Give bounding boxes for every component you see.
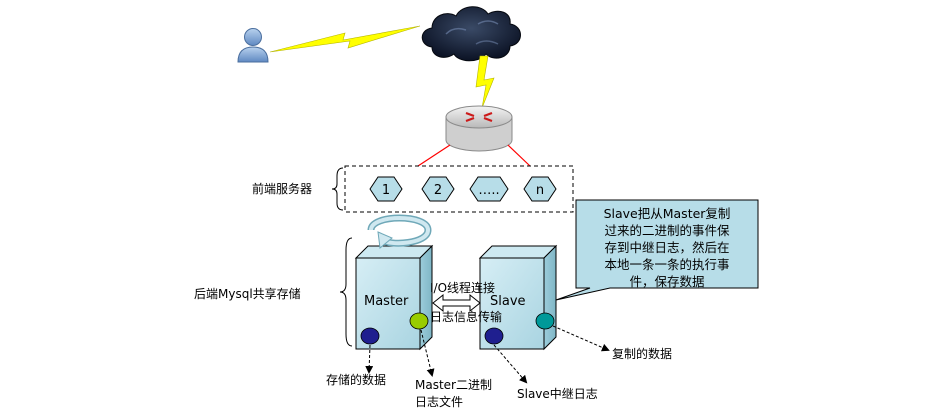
master-binlog-label-1: Master二进制 <box>415 378 492 392</box>
router-link <box>507 144 531 167</box>
svg-text:2: 2 <box>434 183 442 198</box>
svg-text:存到中继日志，然后在: 存到中继日志，然后在 <box>604 240 729 255</box>
io-thread-label: I/O线程连接 <box>430 280 495 295</box>
io-link-arrow <box>432 293 481 313</box>
svg-text:1: 1 <box>382 183 390 198</box>
user-icon <box>237 28 269 63</box>
front-server-brace <box>331 167 344 211</box>
pointer-line <box>365 344 374 374</box>
pointer-line <box>420 329 435 377</box>
lightning-link-icon <box>475 55 495 109</box>
backend-brace <box>339 237 353 347</box>
svg-text:件，保存数据: 件，保存数据 <box>629 274 704 289</box>
svg-text:n: n <box>536 183 544 198</box>
lightning-link-icon <box>269 25 421 53</box>
master-label: Master <box>364 294 409 309</box>
pointer-line <box>493 344 528 384</box>
slave-relay-label: Slave中继日志 <box>517 386 598 401</box>
master-binlog-label-2: 日志文件 <box>415 394 463 409</box>
replicated-data-label: 复制的数据 <box>612 346 672 361</box>
router-icon <box>445 105 513 152</box>
svg-text:Slave把从Master复制: Slave把从Master复制 <box>604 206 731 221</box>
svg-text:本地一条一条的执行事: 本地一条一条的执行事 <box>604 257 729 272</box>
master-binlog-dot <box>409 312 429 330</box>
slave-label: Slave <box>490 294 526 309</box>
slave-relay-dot <box>484 327 504 345</box>
backend-storage-label: 后端Mysql共享存储 <box>194 286 301 301</box>
router-link <box>417 144 451 167</box>
front-server-node: 1 <box>369 176 403 202</box>
slave-data-dot <box>535 312 555 330</box>
slave-server: Slave <box>478 244 558 351</box>
master-data-dot <box>360 327 380 345</box>
front-server-node: n <box>523 176 557 202</box>
log-transfer-label: 日志信息传输 <box>430 309 502 324</box>
slave-callout: Slave把从Master复制 过来的二进制的事件保 存到中继日志，然后在 本地… <box>555 199 759 301</box>
svg-text:…..: ….. <box>478 183 499 198</box>
front-server-group <box>344 165 574 213</box>
svg-text:过来的二进制的事件保: 过来的二进制的事件保 <box>604 223 730 238</box>
internet-cloud-icon <box>421 6 521 62</box>
front-server-node: 2 <box>421 176 455 202</box>
front-server-label: 前端服务器 <box>252 181 312 196</box>
master-storage-label: 存储的数据 <box>326 372 386 387</box>
pointer-line <box>552 325 610 352</box>
refresh-arrow-icon <box>367 214 432 249</box>
front-server-node: ….. <box>469 176 509 202</box>
